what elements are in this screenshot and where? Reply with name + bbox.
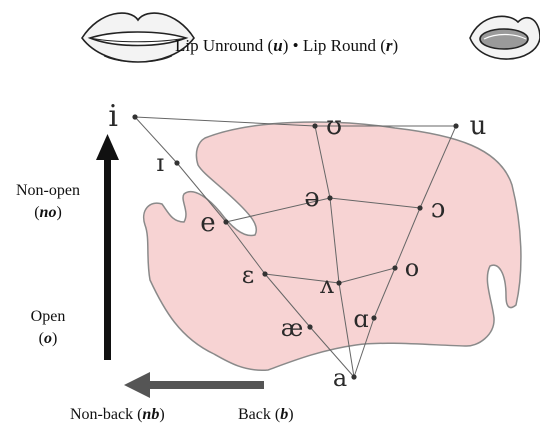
- vowel-dot-schwa: [327, 195, 332, 200]
- vowel-dot-a: [351, 374, 356, 379]
- vowel-symbol-i: i: [108, 99, 118, 134]
- vowel-dot-e: [223, 219, 228, 224]
- legend-separator: •: [293, 36, 299, 55]
- vowel-symbol-e: e: [200, 208, 215, 238]
- vowel-symbol-u: u: [470, 111, 487, 141]
- vowel-symbol-open-e: ɛ: [242, 261, 254, 289]
- vowel-dot-i: [132, 114, 137, 119]
- vowel-dot-open-o: [417, 205, 422, 210]
- back-label: Back (b): [238, 404, 294, 426]
- vowel-dot-ae: [307, 324, 312, 329]
- vowel-dot-small-capital-i: [174, 160, 179, 165]
- vowel-symbol-ae: æ: [281, 314, 304, 342]
- vowel-symbol-o: o: [405, 254, 419, 282]
- vowel-dot-o: [392, 265, 397, 270]
- vowel-symbol-wedge: ʌ: [319, 271, 334, 299]
- vowel-symbol-a: a: [333, 364, 347, 392]
- legend-round: Lip Round (r): [303, 36, 398, 55]
- vowel-dot-script-a: [371, 315, 376, 320]
- round-lips-icon: [470, 16, 540, 59]
- nonopen-label: Non-open (no): [6, 180, 90, 224]
- open-label: Open (o): [6, 306, 90, 350]
- connection-line-i-upsilon: [135, 117, 315, 126]
- nonback-label: Non-back (nb): [70, 404, 165, 426]
- lip-legend: Lip Unround (u) • Lip Round (r): [175, 36, 398, 56]
- tongue-shape: [144, 122, 521, 370]
- vowel-dot-upsilon: [312, 123, 317, 128]
- back-axis-arrow: [124, 372, 264, 398]
- vowel-dot-open-e: [262, 271, 267, 276]
- open-axis-arrow: [96, 134, 119, 360]
- legend-unround: Lip Unround (u): [175, 36, 288, 55]
- vowel-symbol-schwa: ə: [304, 183, 319, 213]
- vowel-dot-wedge: [336, 280, 341, 285]
- vowel-symbol-script-a: ɑ: [353, 305, 368, 333]
- vowel-symbol-small-capital-i: ɪ: [156, 149, 164, 177]
- vowel-dot-u: [453, 123, 458, 128]
- vowel-symbol-upsilon: ʊ: [326, 111, 342, 141]
- vowel-symbol-open-o: ɔ: [431, 194, 446, 224]
